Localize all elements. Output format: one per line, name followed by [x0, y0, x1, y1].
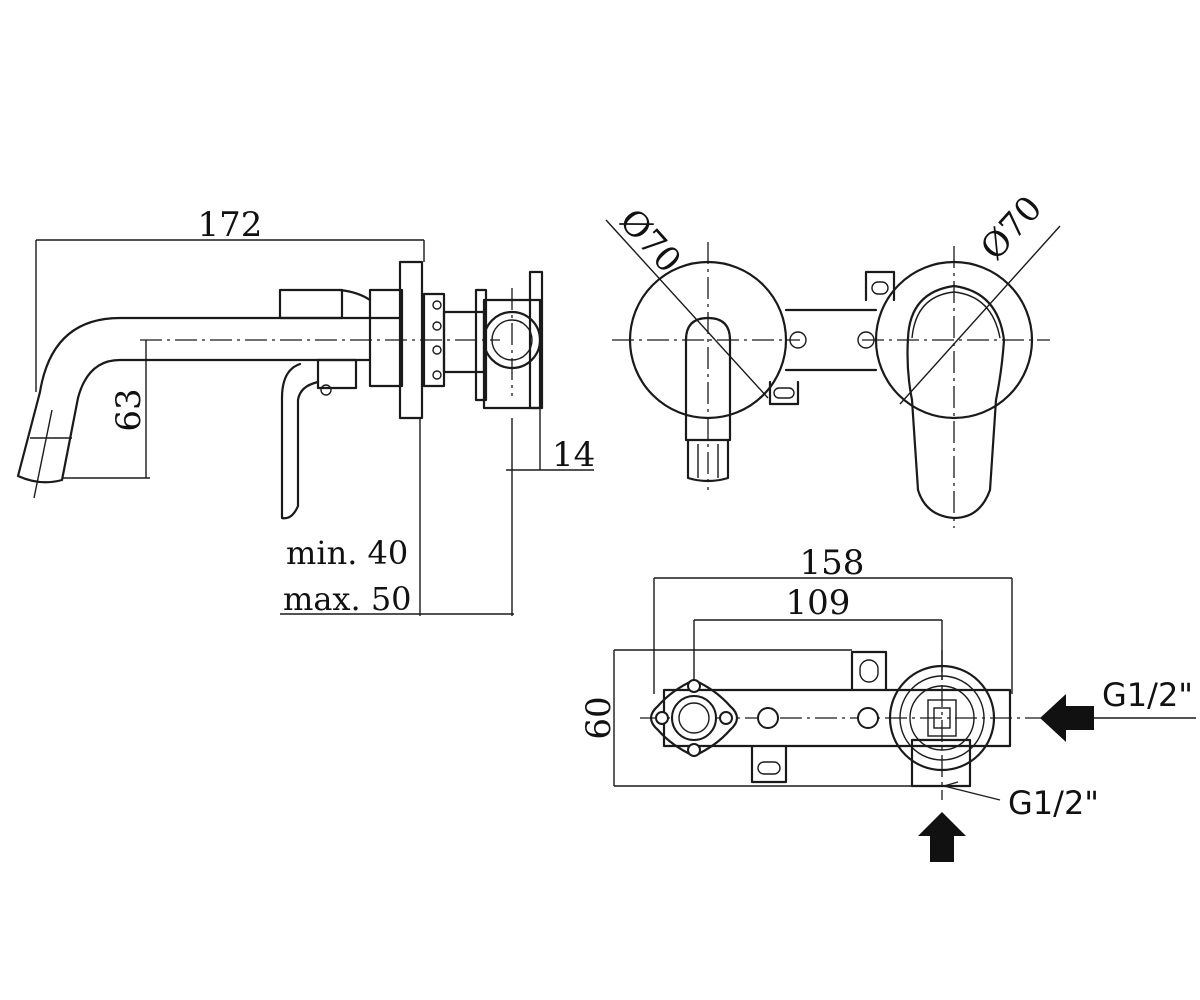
- mount-hole-2: [857, 707, 879, 729]
- dim-63: 63: [62, 340, 150, 479]
- body-view: 158 109 60: [579, 543, 1196, 862]
- dim-158: 158: [653, 543, 1013, 694]
- dim-109: 109: [693, 583, 943, 680]
- spout: [16, 316, 500, 499]
- side-view: 172 63: [16, 205, 595, 618]
- max-depth-label: max. 50: [283, 580, 412, 618]
- dim-60: 60: [579, 649, 944, 787]
- dim-158-label: 158: [800, 543, 865, 583]
- dim-14-label: 14: [552, 435, 595, 475]
- mixer-plate: Ø70: [862, 188, 1061, 528]
- body-front: [768, 270, 896, 406]
- mixer-body: [368, 260, 544, 420]
- dim-109-label: 109: [786, 583, 851, 623]
- bottom-inlet-label: G1/2": [1008, 784, 1099, 822]
- dim-172: 172: [35, 205, 425, 392]
- bottom-inlet-arrow: G1/2": [918, 781, 1099, 862]
- front-view: Ø70 Ø70: [605, 188, 1061, 528]
- dim-depth: 14 min. 40 max. 50: [280, 408, 595, 618]
- lever-handle: [278, 288, 372, 520]
- dim-172-label: 172: [198, 205, 263, 245]
- mount-hole-1: [757, 707, 779, 729]
- side-inlet-label: G1/2": [1102, 676, 1193, 714]
- side-inlet-arrow: G1/2": [1040, 676, 1196, 742]
- min-depth-label: min. 40: [286, 534, 408, 572]
- mount-tab-top: [850, 650, 888, 692]
- spout-plate: Ø70: [605, 201, 800, 490]
- cartridge: [888, 664, 996, 788]
- dim-63-label: 63: [109, 388, 149, 431]
- mount-tab-bottom: [750, 744, 788, 784]
- dim-60-label: 60: [579, 696, 619, 739]
- plate-diameter-right-label: Ø70: [973, 188, 1050, 268]
- outlet-port: [649, 678, 739, 758]
